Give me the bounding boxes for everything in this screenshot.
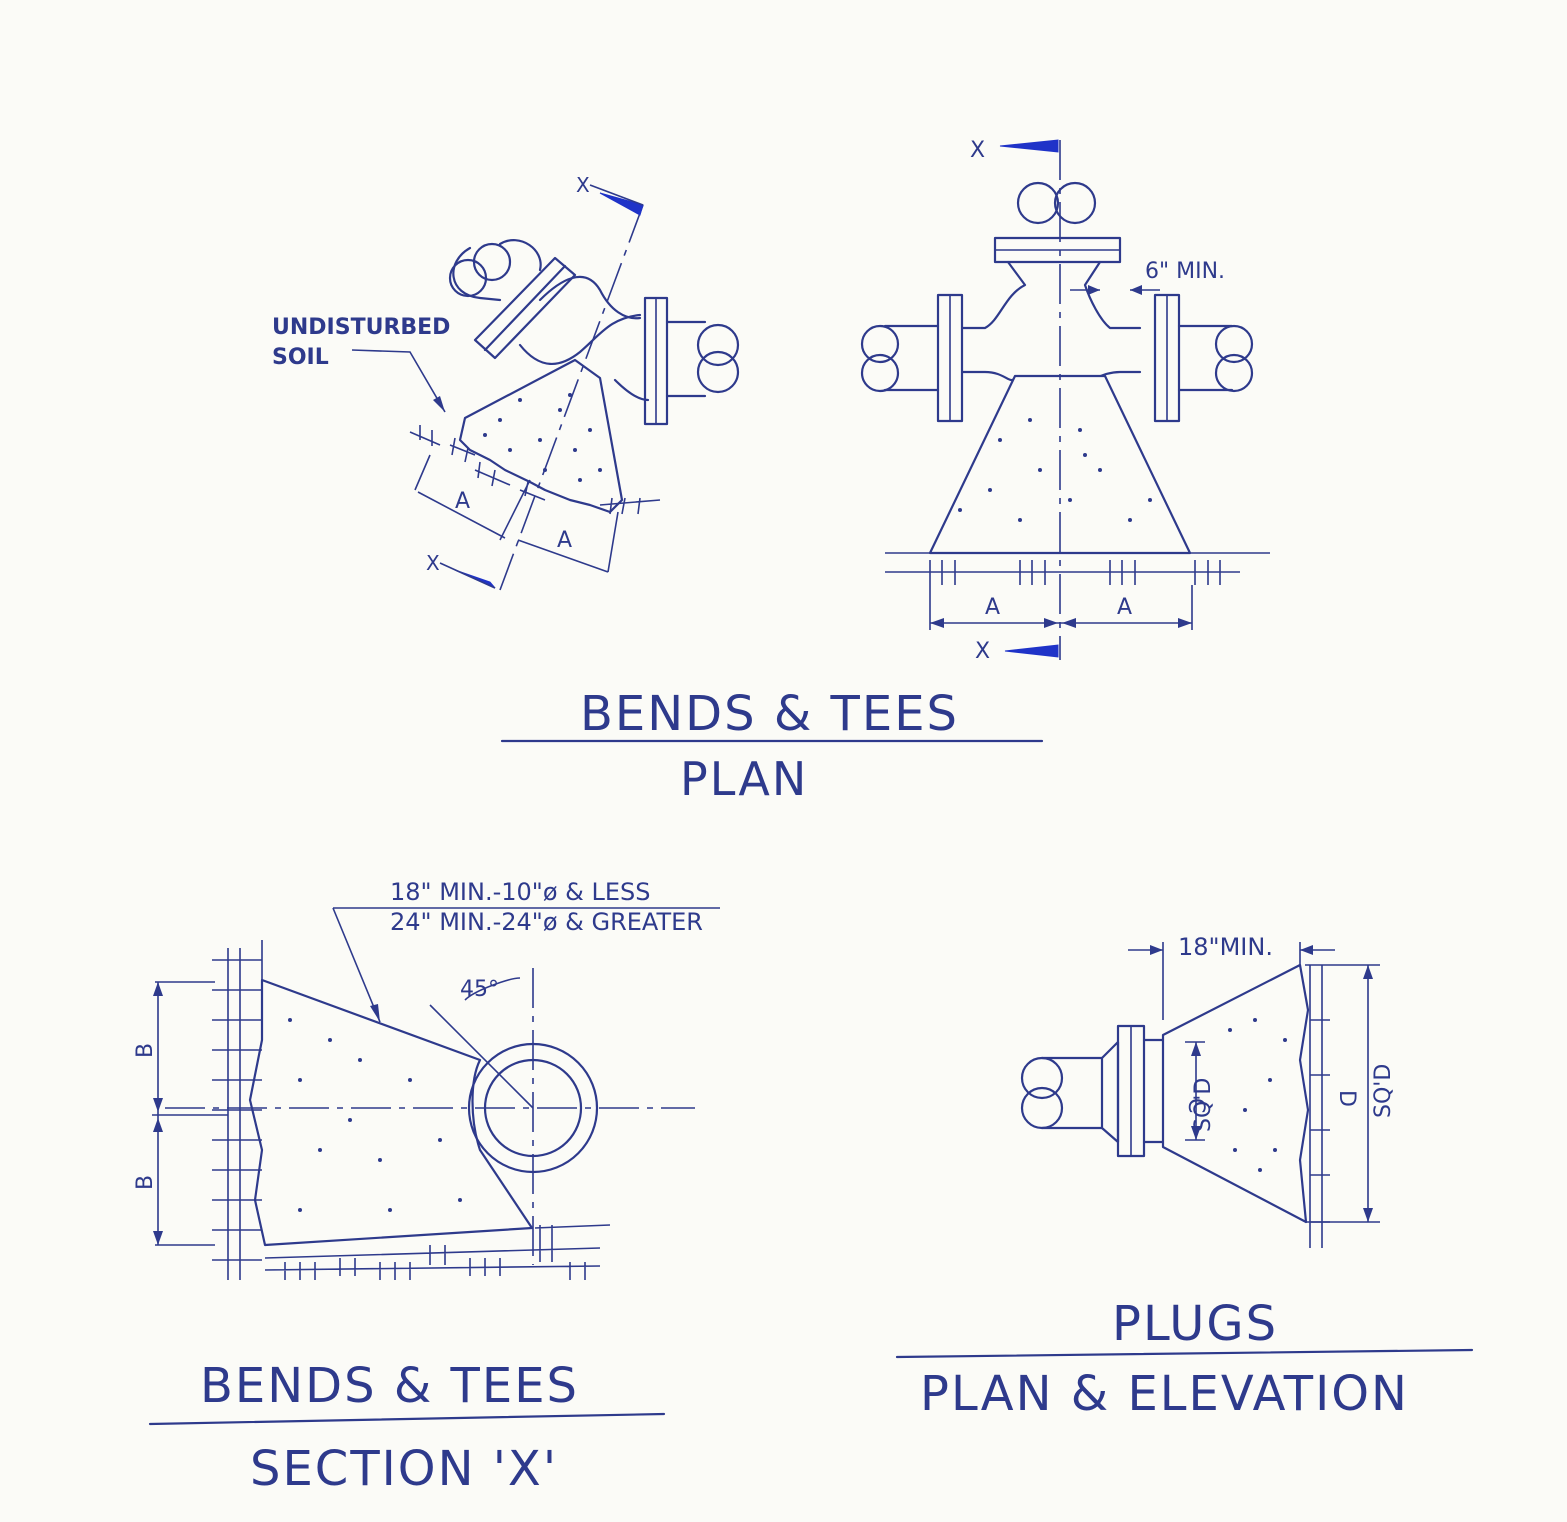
tee-section-mark-top: X — [970, 138, 985, 163]
section-title-bottom: SECTION 'X' — [250, 1441, 558, 1497]
tee-dim-a — [929, 585, 1193, 630]
section-dim-b — [152, 981, 228, 1246]
plugs-dim-d-label: D — [1334, 1090, 1359, 1107]
plugs-concrete-texture — [1228, 1018, 1287, 1172]
bend-thrust-block — [458, 358, 624, 514]
section-45-line — [429, 1004, 534, 1109]
tee-flag-bottom — [1004, 644, 1059, 658]
plugs-dim-c-sqd: SQ'D — [1191, 1078, 1216, 1132]
bend-dim-a-label-left: A — [455, 489, 470, 514]
plugs-title-bottom: PLAN & ELEVATION — [920, 1366, 1409, 1422]
tee-body — [961, 260, 1142, 382]
section-x-view — [152, 907, 720, 1280]
bend-pipe-loop-2 — [472, 242, 512, 282]
section-concrete-texture — [288, 1018, 462, 1212]
plugs-flange-taper — [1100, 1040, 1120, 1144]
plan-title-bottom: PLAN — [680, 752, 808, 806]
plan-title-top: BENDS & TEES — [580, 686, 959, 742]
plugs-title-rule — [895, 1348, 1474, 1359]
section-note-leader — [332, 907, 381, 1023]
plugs-dim-d-sqd: SQ'D — [1371, 1064, 1396, 1118]
bend-section-line — [499, 204, 644, 591]
tee-soil-hatch — [885, 552, 1270, 585]
section-note-line1: 18" MIN.-10"ø & LESS — [390, 878, 650, 906]
plugs-dim-d — [1305, 964, 1380, 1223]
plugs-title-top: PLUGS — [1112, 1296, 1278, 1352]
tee-dim-a-label-left: A — [985, 595, 1000, 620]
plugs-soil-hatch — [1309, 965, 1330, 1248]
plugs-thrust-block — [1161, 963, 1310, 1224]
section-flag-top — [599, 192, 644, 216]
plugs-dim-c — [1185, 1041, 1205, 1141]
tee-flag-top — [999, 139, 1059, 153]
bend-flange-diagonal — [473, 256, 577, 360]
section-dim-b-label-top: B — [133, 1043, 158, 1058]
plugs-18-min-label: 18"MIN. — [1178, 933, 1273, 961]
tee-dim-a-label-right: A — [1117, 595, 1132, 620]
bend-section-mark-top: X — [576, 173, 590, 197]
section-soil-hatch-bottom — [264, 1224, 611, 1280]
bend-plan-view — [351, 184, 740, 591]
section-soil-hatch-left — [212, 940, 263, 1280]
section-dim-b-label-bottom: B — [133, 1175, 158, 1190]
plugs-dim-c-label: C — [1183, 1098, 1208, 1113]
bend-dim-a-left — [414, 454, 531, 541]
bend-pipe-end-right — [665, 320, 707, 398]
bend-dim-a-right — [517, 511, 619, 573]
section-note-line2: 24" MIN.-24"ø & GREATER — [390, 908, 703, 936]
section-thrust-block — [248, 978, 534, 1247]
plugs-view — [1020, 942, 1380, 1248]
tee-plan-view — [860, 139, 1270, 660]
undisturbed-soil-leader — [351, 349, 446, 413]
section-title-top: BENDS & TEES — [200, 1358, 579, 1414]
tee-concrete-texture — [958, 418, 1152, 522]
bend-pipe-loop — [448, 258, 488, 298]
tee-6-min-label: 6" MIN. — [1145, 259, 1225, 284]
tee-section-mark-bottom: X — [975, 639, 990, 664]
soil-label: SOIL — [272, 345, 329, 370]
undisturbed-label: UNDISTURBED — [272, 315, 450, 340]
section-angle-label: 45° — [460, 977, 499, 1002]
plugs-18-min-dim — [1128, 942, 1335, 1020]
bend-section-mark-bottom: X — [426, 551, 440, 575]
bend-pipe-end-left — [452, 239, 542, 302]
bend-concrete-texture — [483, 393, 602, 482]
bend-soil-hatch — [409, 425, 661, 515]
section-title-rule — [148, 1412, 666, 1426]
bend-dim-a-label-right: A — [557, 528, 572, 553]
